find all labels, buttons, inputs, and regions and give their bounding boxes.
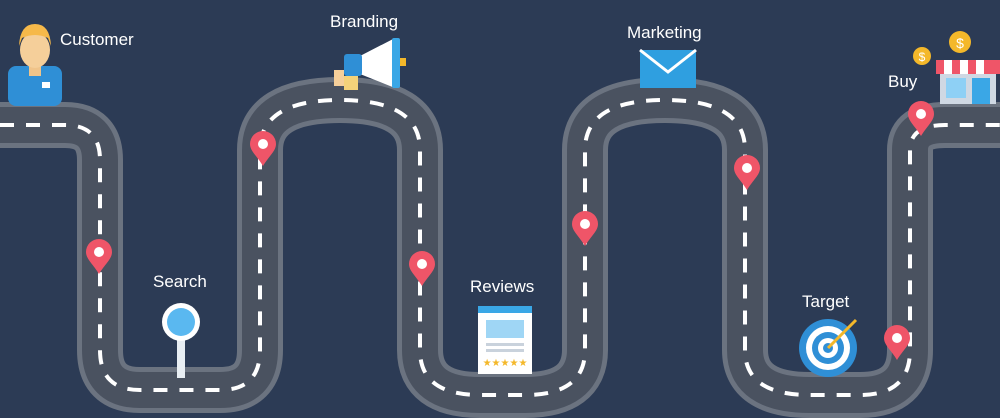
step-label-marketing: Marketing <box>627 23 702 42</box>
envelope-icon <box>639 48 697 88</box>
svg-text:$: $ <box>919 50 926 64</box>
map-pin-dot <box>94 247 104 257</box>
map-pin-dot <box>580 219 590 229</box>
review-document-icon: ★★★★★ <box>478 306 532 374</box>
magnifier-icon <box>162 303 200 378</box>
map-pin-dot <box>916 109 926 119</box>
step-label-reviews: Reviews <box>470 277 535 296</box>
target-icon <box>799 318 858 377</box>
step-label-target: Target <box>802 292 850 311</box>
winding-road <box>0 77 1000 418</box>
map-pin-dot <box>258 139 268 149</box>
pin-markers <box>86 101 934 360</box>
svg-text:★★★★★: ★★★★★ <box>483 358 528 369</box>
coin-icon: $ <box>949 31 971 53</box>
coin-icon: $ <box>913 47 931 65</box>
step-label-branding: Branding <box>330 12 399 31</box>
customer-icon <box>8 24 62 106</box>
megaphone-icon <box>334 38 406 90</box>
step-label-search: Search <box>153 272 207 291</box>
map-pin-dot <box>417 259 427 269</box>
step-label-buy: Buy <box>888 72 918 91</box>
map-pin-dot <box>892 333 902 343</box>
svg-text:$: $ <box>956 35 964 51</box>
store-icon <box>936 60 1000 104</box>
map-pin-dot <box>742 163 752 173</box>
step-label-customer: Customer <box>60 30 134 49</box>
